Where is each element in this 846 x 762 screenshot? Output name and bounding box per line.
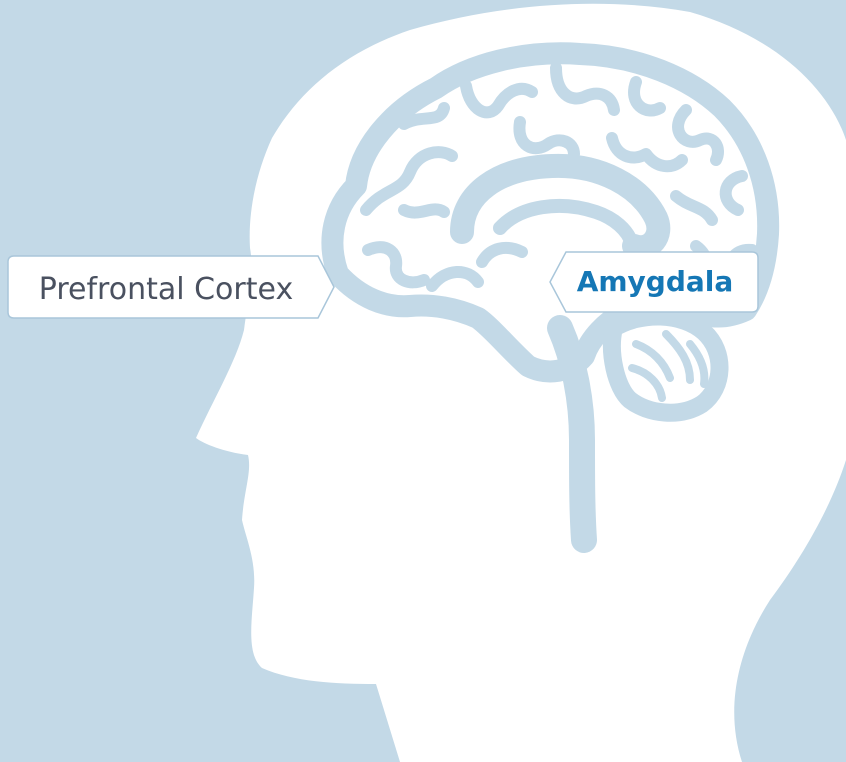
amygdala-label: Amygdala <box>577 265 734 298</box>
prefrontal-callout: Prefrontal Cortex <box>8 256 334 318</box>
cortex-fold <box>404 209 444 212</box>
prefrontal-cortex-label: Prefrontal Cortex <box>39 272 293 307</box>
amygdala-callout: Amygdala <box>550 252 758 312</box>
